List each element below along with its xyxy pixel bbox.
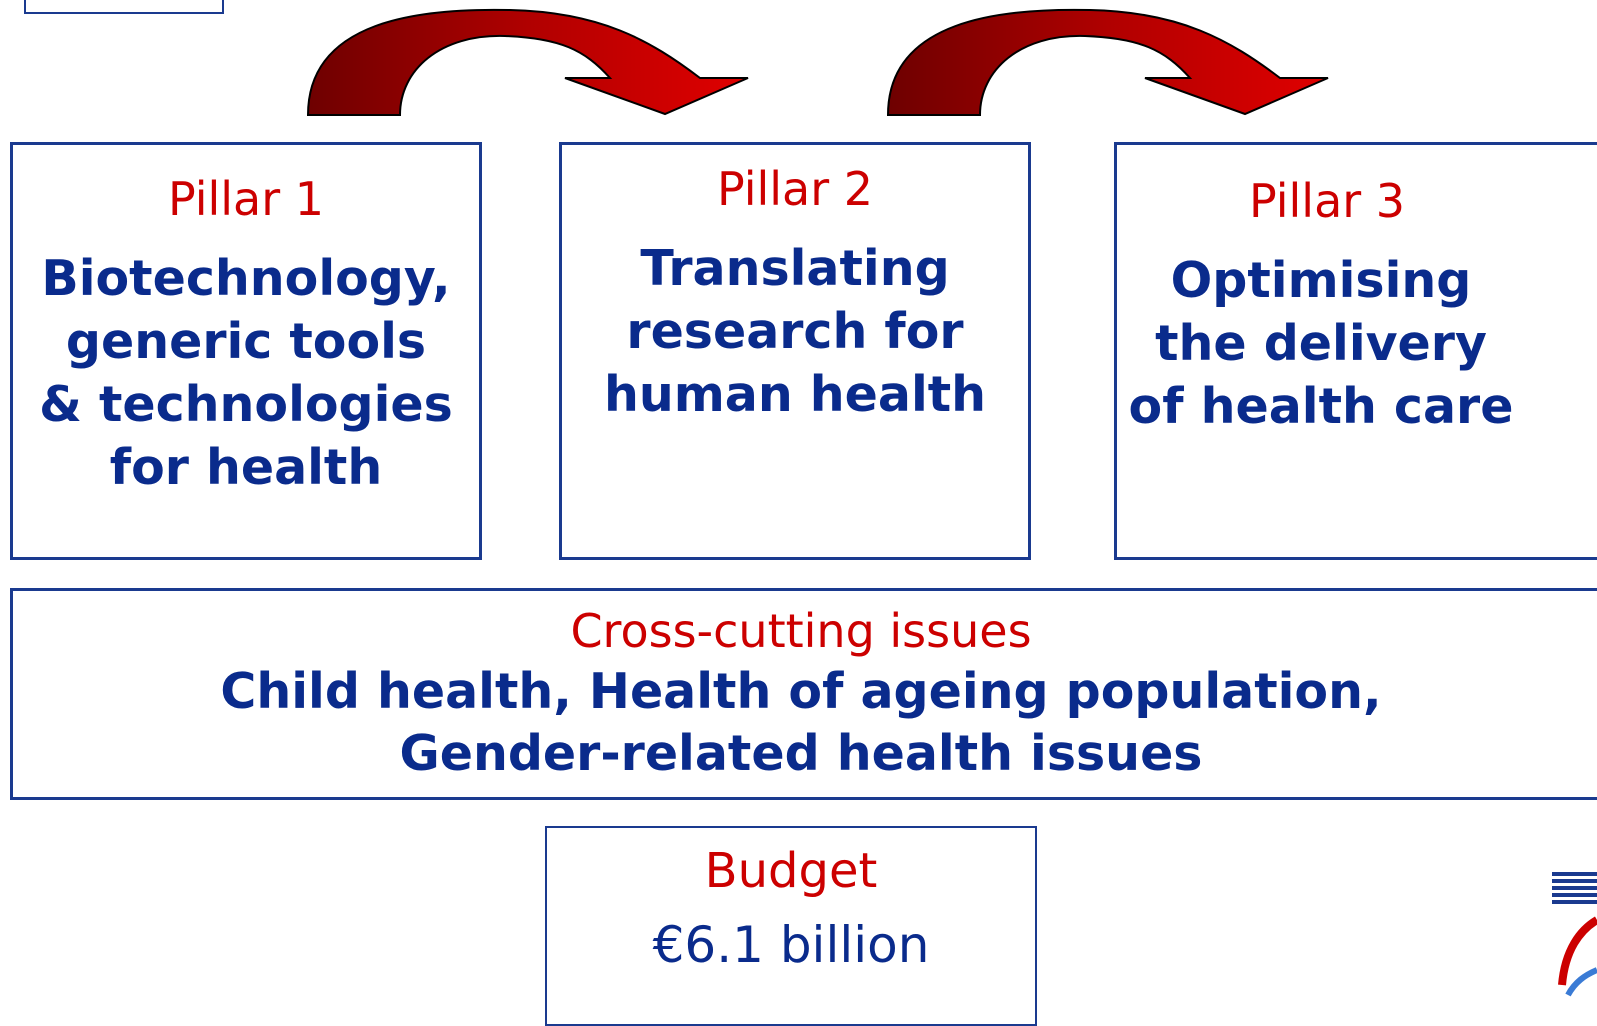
- logo-fragment-icon: [1552, 872, 1597, 997]
- cross-cutting-description: Child health, Health of ageing populatio…: [220, 663, 1382, 782]
- cross-cutting-box: Cross-cutting issues Child health, Healt…: [10, 588, 1597, 800]
- pillar-1-box: Pillar 1 Biotechnology, generic tools & …: [10, 142, 482, 560]
- pillar-2-description: Translating research for human health: [603, 240, 987, 423]
- pillar-2-box: Pillar 2 Translating research for human …: [559, 142, 1031, 560]
- budget-title: Budget: [704, 843, 878, 899]
- pillar-3-box: Pillar 3 Optimising the delivery of heal…: [1114, 142, 1597, 560]
- pillar-3-description: Optimising the delivery of health care: [1128, 252, 1514, 435]
- curved-arrow-pillar1-to-pillar2: [306, 8, 749, 116]
- pillar-2-title: Pillar 2: [716, 162, 874, 216]
- top-left-box-fragment: [24, 0, 224, 14]
- pillar-3-title: Pillar 3: [1249, 174, 1406, 228]
- curved-arrow-pillar2-to-pillar3: [886, 8, 1329, 116]
- cross-cutting-title: Cross-cutting issues: [570, 604, 1032, 658]
- flow-arrows: [306, 8, 1329, 116]
- budget-box: Budget €6.1 billion: [545, 826, 1037, 1026]
- pillar-1-description: Biotechnology, generic tools & technolog…: [39, 250, 453, 496]
- pillar-1-title: Pillar 1: [167, 172, 325, 226]
- budget-value: €6.1 billion: [652, 916, 930, 974]
